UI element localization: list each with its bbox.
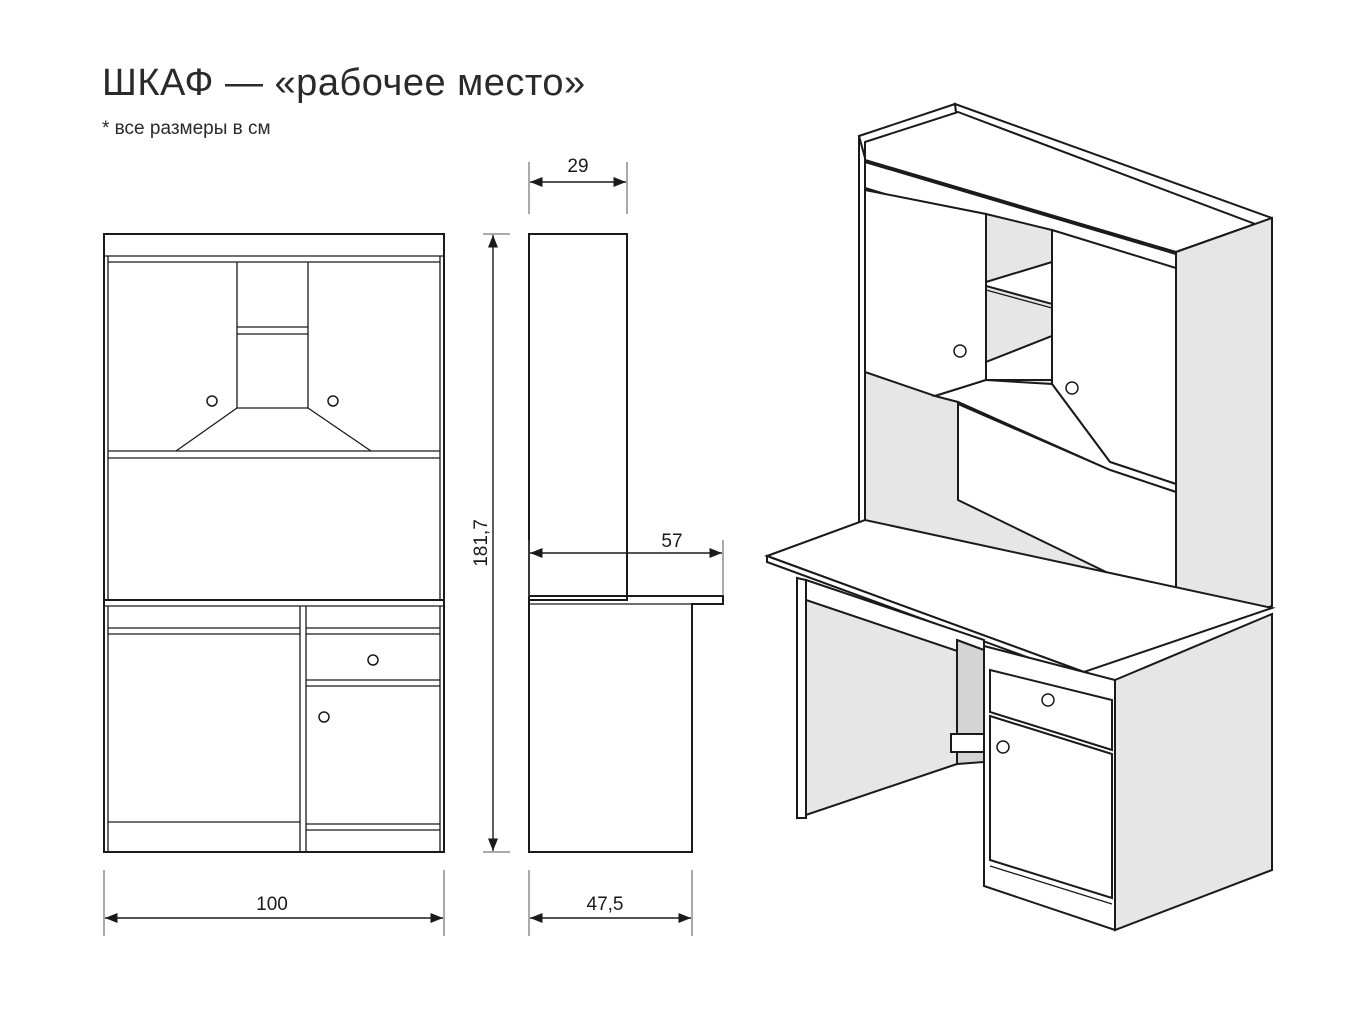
dim-top-depth-label: 29 <box>567 156 588 177</box>
door-knob-right <box>327 395 339 407</box>
drawing-title: ШКАФ — «рабочее место» <box>102 62 586 104</box>
dim-base-depth-label: 47,5 <box>587 894 624 915</box>
dim-desk-depth-label: 57 <box>661 531 682 552</box>
lower-door-knob <box>318 711 330 723</box>
front-view <box>103 233 445 853</box>
dim-width-label: 100 <box>256 894 288 915</box>
front-outline <box>103 233 445 853</box>
drawer-knob <box>367 654 379 666</box>
isometric-view <box>764 102 1276 932</box>
side-view <box>528 233 724 853</box>
dimension-lines: 100 181,7 29 57 47,5 <box>103 156 724 936</box>
dim-height-label: 181,7 <box>471 519 492 567</box>
door-knob-left <box>206 395 218 407</box>
units-note: * все размеры в см <box>102 118 271 139</box>
